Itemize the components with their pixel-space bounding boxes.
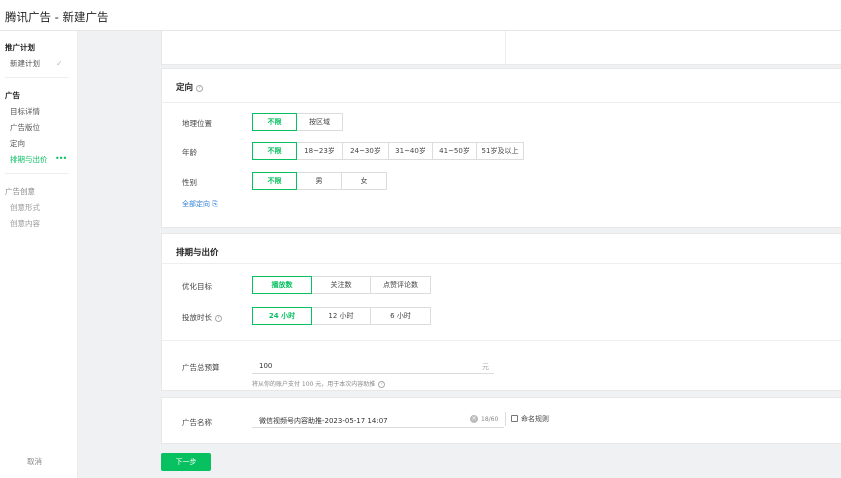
location-option-by-region[interactable]: 按区域 [296,113,343,131]
budget-unit: 元 [482,363,489,371]
ad-name-input[interactable] [252,412,504,428]
vertical-separator [505,412,506,426]
sidebar-item-creative-content[interactable]: 创意内容 [10,219,40,228]
location-selector: 不限 按区域 [252,113,343,131]
budget-value: 100 [259,362,273,370]
age-selector: 不限 18~23岁 24~30岁 31~40岁 41~50岁 51岁及以上 [252,142,524,160]
next-button[interactable]: 下一步 [161,453,211,471]
sidebar-heading-plan: 推广计划 [5,43,35,52]
previous-section-card [161,31,841,65]
column-divider [505,31,506,65]
age-option-unlimited[interactable]: 不限 [252,142,297,160]
external-link-icon: ⎘ [212,200,218,208]
gender-option-female[interactable]: 女 [341,172,387,190]
all-targeting-link[interactable]: 全部定向 ⎘ [182,200,218,208]
sidebar-item-new-plan[interactable]: 新建计划 [10,59,40,68]
page-title: 腾讯广告 - 新建广告 [5,10,109,24]
budget-label: 广告总预算 [182,363,220,372]
age-label: 年龄 [182,148,197,157]
duration-option-6h[interactable]: 6 小时 [370,307,431,325]
ad-name-value: 微信视频号内容助推-2023-05-17 14:07 [259,417,388,425]
budget-input[interactable] [252,358,494,374]
sidebar-divider [5,77,69,78]
location-option-unlimited[interactable]: 不限 [252,113,297,131]
targeting-title: 定向? [176,81,204,93]
gender-option-male[interactable]: 男 [296,172,342,190]
sidebar-item-goal-detail[interactable]: 目标详情 [10,107,40,116]
more-dots-icon: ••• [55,154,67,163]
cancel-link[interactable]: 取消 [27,457,42,466]
age-option-24-30[interactable]: 24~30岁 [342,142,389,160]
ad-name-card: 广告名称 微信视频号内容助推-2023-05-17 14:07 × 18/60 … [161,397,841,444]
age-option-18-23[interactable]: 18~23岁 [296,142,343,160]
check-icon: ✓ [56,59,63,68]
sidebar-item-schedule[interactable]: 排期与出价 [10,155,48,164]
rule-icon [511,415,518,422]
sidebar-item-targeting[interactable]: 定向 [10,139,25,148]
targeting-card: 定向? 地理位置 不限 按区域 年龄 不限 18~23岁 24~30岁 31~4… [161,68,841,228]
sub-divider [162,340,841,341]
section-divider [162,263,841,264]
location-label: 地理位置 [182,119,212,128]
sidebar-item-creative-form[interactable]: 创意形式 [10,203,40,212]
budget-hint: 将从你的账户支付 100 元，用于本次内容助推? [252,379,386,388]
gender-selector: 不限 男 女 [252,172,387,190]
sidebar-divider [5,173,69,174]
gender-option-unlimited[interactable]: 不限 [252,172,297,190]
gender-label: 性别 [182,178,197,187]
goal-option-follows[interactable]: 关注数 [311,276,371,294]
sidebar-item-placement[interactable]: 广告版位 [10,123,40,132]
schedule-title: 排期与出价 [176,248,219,258]
char-count: 18/60 [481,416,499,423]
schedule-card: 排期与出价 优化目标 播放数 关注数 点赞评论数 投放时长? 24 小时 12 … [161,233,841,391]
naming-rule-link[interactable]: 命名规则 [521,415,549,423]
duration-option-24h[interactable]: 24 小时 [252,307,312,325]
help-icon[interactable]: ? [196,85,204,92]
section-divider [162,102,841,103]
help-icon[interactable]: ? [215,315,222,322]
duration-selector: 24 小时 12 小时 6 小时 [252,307,431,325]
age-option-51-plus[interactable]: 51岁及以上 [476,142,524,160]
duration-option-12h[interactable]: 12 小时 [311,307,371,325]
ad-name-label: 广告名称 [182,418,212,427]
sidebar-heading-ad: 广告 [5,91,20,100]
duration-label: 投放时长? [182,312,222,323]
goal-option-likes-comments[interactable]: 点赞评论数 [370,276,431,294]
goal-label: 优化目标 [182,282,212,291]
goal-option-plays[interactable]: 播放数 [252,276,312,294]
goal-selector: 播放数 关注数 点赞评论数 [252,276,431,294]
help-icon[interactable]: ? [378,381,386,388]
age-option-31-40[interactable]: 31~40岁 [388,142,433,160]
age-option-41-50[interactable]: 41~50岁 [432,142,477,160]
top-bar: 腾讯广告 - 新建广告 [0,0,841,31]
sidebar: 推广计划 新建计划 ✓ 广告 目标详情 广告版位 定向 排期与出价 ••• 广告… [0,31,78,478]
sidebar-heading-creative: 广告创意 [5,187,35,196]
clear-icon[interactable]: × [470,415,478,423]
